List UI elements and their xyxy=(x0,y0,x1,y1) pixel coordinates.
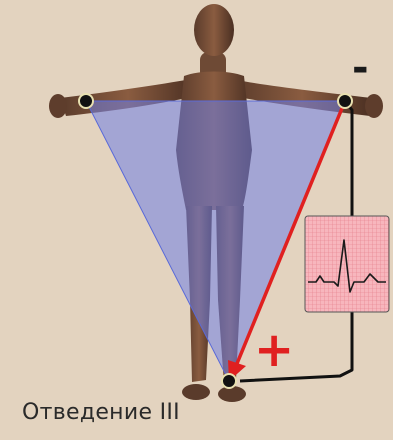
negative-pole-label: - xyxy=(352,48,369,88)
left-arm-electrode xyxy=(338,94,352,108)
left-leg-electrode xyxy=(222,374,236,388)
positive-pole-label: + xyxy=(254,326,294,374)
lead-caption: Отведение III xyxy=(22,400,180,425)
ecg-trace-icon xyxy=(305,216,389,312)
right-arm-electrode xyxy=(79,94,93,108)
